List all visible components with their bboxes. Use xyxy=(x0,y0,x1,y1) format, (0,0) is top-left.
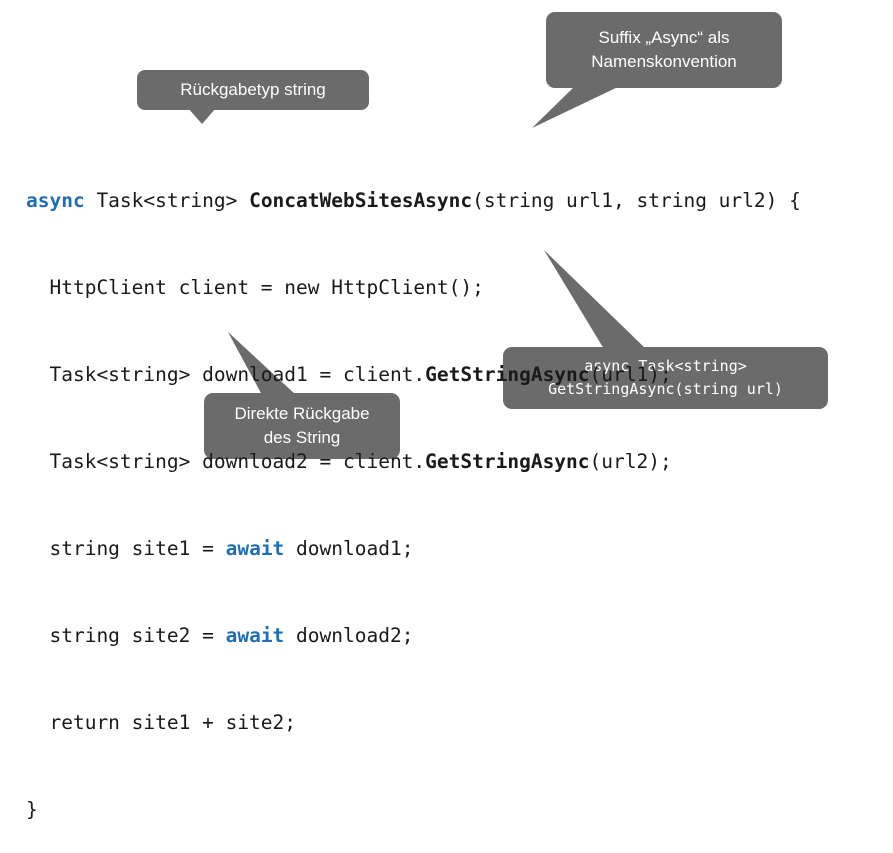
callout-direct-return: Direkte Rückgabe des String xyxy=(204,393,400,459)
callout-shapes xyxy=(137,12,828,459)
callout-direct-return-line-2: des String xyxy=(263,428,341,447)
code-line-3-method: GetStringAsync xyxy=(425,363,590,386)
callout-signature-line-2: GetStringAsync(string url) xyxy=(548,380,783,398)
code-line-4: Task<string> download2 = client.GetStrin… xyxy=(26,447,801,476)
keyword-async: async xyxy=(26,189,85,212)
callout-suffix-shape xyxy=(532,12,782,128)
callout-signature: async Task<string> GetStringAsync(string… xyxy=(503,347,828,409)
callout-signature-line-1: async Task<string> xyxy=(584,357,747,375)
code-line-1-params: (string url1, string url2) { xyxy=(472,189,801,212)
keyword-await-1: await xyxy=(225,537,285,560)
callout-suffix-line-1: Suffix „Async“ als xyxy=(598,28,730,47)
code-line-4-method: GetStringAsync xyxy=(425,450,590,473)
callout-signature-shape xyxy=(503,250,828,409)
code-line-4-start: Task<string> download2 = client. xyxy=(26,450,426,473)
code-line-3-start: Task<string> download1 = client. xyxy=(26,363,426,386)
code-line-4-end: (url2); xyxy=(589,450,672,473)
code-line-6-end: download2; xyxy=(284,624,414,647)
code-line-7: return site1 + site2; xyxy=(26,711,297,734)
code-line-5-start: string site1 = xyxy=(26,537,226,560)
callout-suffix-line-2: Namenskonvention xyxy=(591,52,737,71)
callout-return-type-text: Rückgabetyp string xyxy=(180,80,326,99)
callout-direct-return-line-1: Direkte Rückgabe xyxy=(234,404,370,423)
code-line-8: } xyxy=(26,798,38,821)
code-line-1-return-type: Task<string> xyxy=(84,189,250,212)
code-line-5-end: download1; xyxy=(284,537,414,560)
code-line-6-start: string site2 = xyxy=(26,624,226,647)
callout-suffix: Suffix „Async“ als Namenskonvention xyxy=(546,12,782,88)
code-line-3-end: (url1); xyxy=(589,363,672,386)
method-name: ConcatWebSitesAsync xyxy=(249,189,473,212)
code-line-3: Task<string> download1 = client.GetStrin… xyxy=(26,360,801,389)
code-line-2: HttpClient client = new HttpClient(); xyxy=(26,276,484,299)
code-line-6: string site2 = await download2; xyxy=(26,621,801,650)
callout-return-type: Rückgabetyp string xyxy=(137,70,369,110)
code-line-5: string site1 = await download1; xyxy=(26,534,801,563)
callout-return-type-shape xyxy=(137,70,369,124)
keyword-await-2: await xyxy=(225,624,285,647)
callout-direct-return-shape xyxy=(204,332,400,459)
code-block: async Task<string> ConcatWebSitesAsync(s… xyxy=(26,128,801,853)
code-line-1: async Task<string> ConcatWebSitesAsync(s… xyxy=(26,186,801,215)
